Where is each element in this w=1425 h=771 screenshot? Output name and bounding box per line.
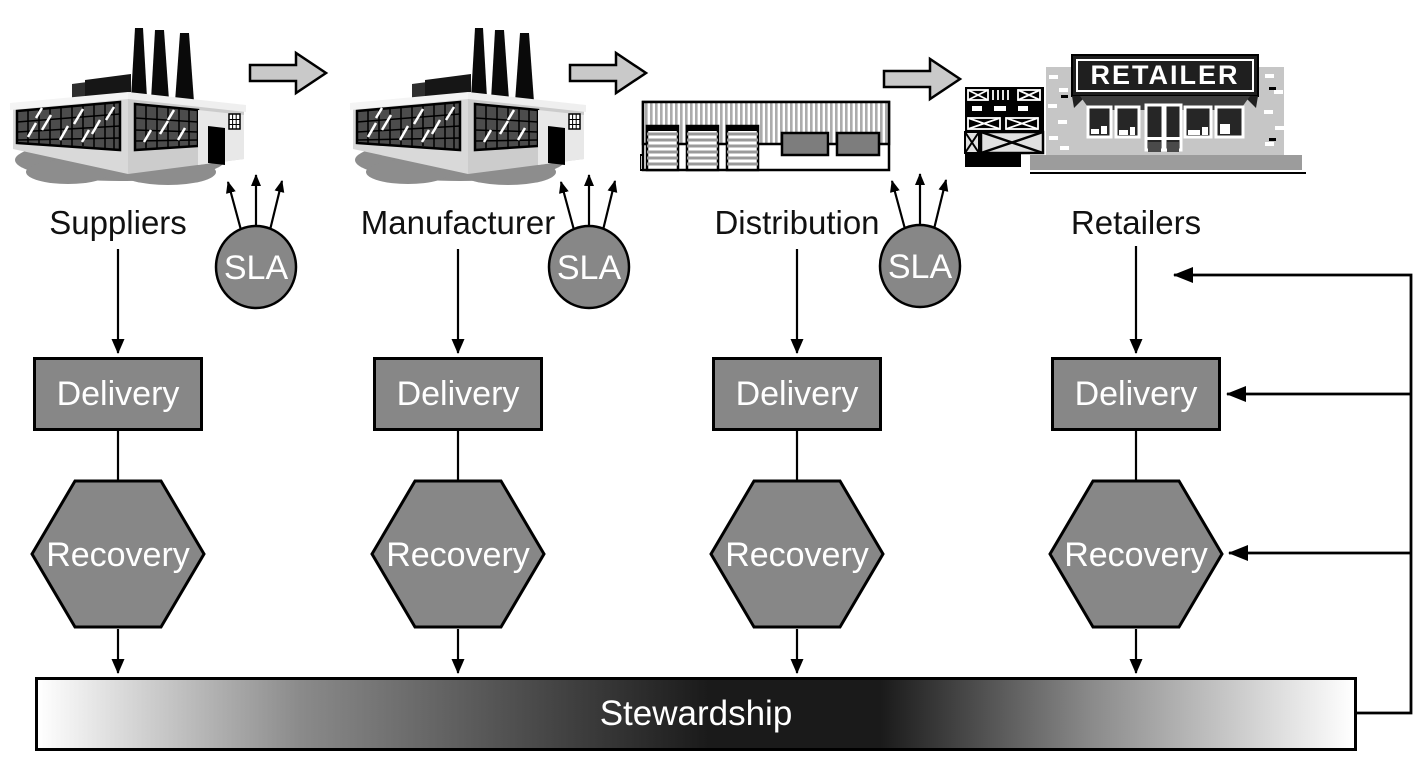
stage-label-suppliers: Suppliers — [49, 204, 187, 241]
recovery-node-suppliers: Recovery — [30, 479, 206, 629]
warehouse-dock-doors — [780, 131, 881, 157]
factory-icon-suppliers — [8, 26, 248, 186]
sla-badge-2: SLA — [547, 174, 631, 310]
delivery-node-suppliers: Delivery — [33, 357, 203, 431]
hexagon-shape — [370, 479, 546, 629]
sla-circle — [547, 224, 631, 310]
delivery-node-retailers: Delivery — [1051, 357, 1221, 431]
sla-label: SLA — [888, 248, 953, 286]
recovery-node-distribution: Recovery — [709, 479, 885, 629]
retailer-sign: RETAILER — [1071, 54, 1259, 108]
sla-arrow — [559, 181, 576, 231]
delivery-node-manufacturer: Delivery — [373, 357, 543, 431]
sla-arrow — [932, 179, 949, 230]
storefront-sidewalk — [1030, 155, 1302, 170]
flow-arrows-to-delivery — [111, 246, 1143, 354]
sla-circle — [878, 223, 962, 309]
stewardship-bar: Stewardship — [35, 677, 1357, 751]
door-lower-panels — [1148, 142, 1179, 152]
sla-arrow — [268, 180, 285, 231]
sla-label: SLA — [557, 249, 622, 287]
stewardship-label: Stewardship — [599, 694, 793, 733]
window-displays — [1091, 124, 1230, 140]
recovery-node-manufacturer: Recovery — [370, 479, 546, 629]
sla-badge-3: SLA — [878, 173, 962, 309]
sla-label: SLA — [224, 249, 289, 287]
sla-badge-1: SLA — [214, 174, 298, 310]
stage-label-distribution: Distribution — [714, 204, 880, 241]
factory-icon-manufacturer — [348, 26, 588, 186]
recovery-node-retailers: Recovery — [1048, 479, 1224, 629]
stage-arrow-distribution-to-retailers — [882, 56, 963, 102]
recovery-to-stewardship-arrows — [111, 629, 1143, 674]
facade-bricks — [1048, 74, 1284, 150]
delivery-node-distribution: Delivery — [712, 357, 882, 431]
warehouse-icon — [640, 100, 891, 172]
sla-arrow — [601, 180, 618, 231]
retailer-sign-text: RETAILER — [1091, 60, 1240, 90]
warehouse-roller-doors — [645, 124, 760, 172]
crates-stack — [964, 87, 1045, 167]
delivery-to-recovery-lines — [116, 431, 1138, 481]
recovery-label: Recovery — [725, 536, 869, 574]
sla-arrow — [890, 180, 907, 230]
sla-arrow — [226, 181, 243, 231]
hexagon-shape — [709, 479, 885, 629]
hexagon-shape — [30, 479, 206, 629]
stage-label-retailers: Retailers — [1070, 204, 1202, 241]
recovery-label: Recovery — [46, 536, 190, 574]
recovery-label: Recovery — [1064, 536, 1208, 574]
stage-arrow-suppliers-to-manufacturer — [248, 50, 329, 96]
stage-label-manufacturer: Manufacturer — [360, 204, 556, 241]
recovery-label: Recovery — [386, 536, 530, 574]
sla-circle — [214, 224, 298, 310]
storefront-icon: RETAILER — [964, 54, 1306, 174]
